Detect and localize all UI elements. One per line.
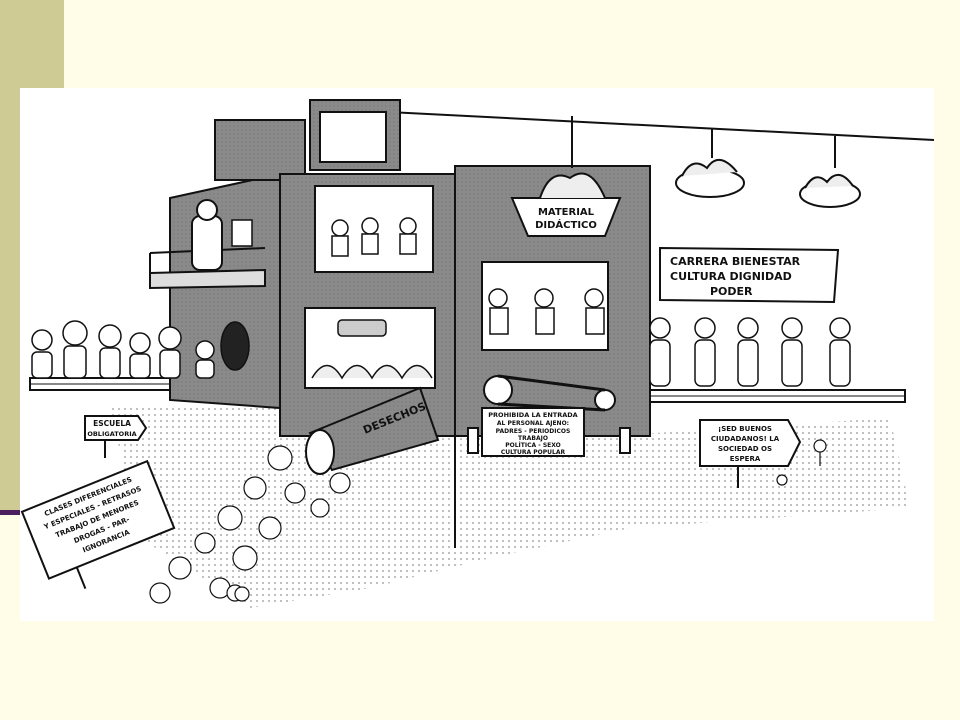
cartoon-image: MATERIAL DIDÁCTICO CARRERA BIENESTAR CUL… (20, 88, 934, 621)
goals-sign: CARRERA BIENESTAR CULTURA DIGNIDAD PODER (659, 246, 840, 304)
goals-sign-line1: CARRERA BIENESTAR (670, 255, 801, 268)
citizens-sign-line4: ESPERA (730, 455, 761, 463)
material-hopper: MATERIAL DIDÁCTICO (510, 116, 622, 237)
citizens-sign-line1: ¡SED BUENOS (718, 425, 772, 433)
school-sign-line2: OBLIGATORIA (87, 430, 136, 438)
goals-sign-line2: CULTURA DIGNIDAD (670, 270, 792, 283)
uniform-kids (649, 317, 851, 387)
waste-pipe: DESECHOS (305, 386, 440, 475)
right-conveyor (634, 389, 906, 403)
divider-line (0, 510, 20, 515)
citizens-sign-line3: SOCIEDAD OS (718, 445, 772, 453)
hopper-label-line2: DIDÁCTICO (535, 218, 597, 231)
classes-sign: CLASES DIFERENCIALES Y ESPECIALES - RETR… (20, 459, 176, 589)
school-sign-line1: ESCUELA (93, 419, 131, 428)
prohibited-line2: AL PERSONAL AJENO: (497, 420, 569, 427)
goals-sign-line3: PODER (710, 285, 753, 298)
overhead-cable (349, 109, 934, 141)
prohibited-sign: PROHIBIDA LA ENTRADA AL PERSONAL AJENO: … (481, 407, 585, 457)
prohibited-line4: TRABAJO (518, 435, 548, 442)
prohibited-line5: POLÍTICA - SEXO (505, 441, 561, 449)
hanging-baskets (675, 128, 861, 208)
prohibited-line6: CULTURA POPULAR (501, 449, 566, 456)
school-sign: ESCUELA OBLIGATORIA (84, 415, 148, 458)
prohibited-line1: PROHIBIDA LA ENTRADA (488, 411, 577, 419)
flowers (234, 439, 827, 602)
citizens-sign: ¡SED BUENOS CIUDADANOS! LA SOCIEDAD OS E… (699, 419, 802, 488)
citizens-sign-line2: CIUDADANOS! LA (711, 435, 780, 443)
hopper-label-line1: MATERIAL (538, 207, 595, 218)
diverse-kids (31, 320, 250, 379)
prohibited-line3: PADRES - PERIODICOS (496, 428, 571, 435)
